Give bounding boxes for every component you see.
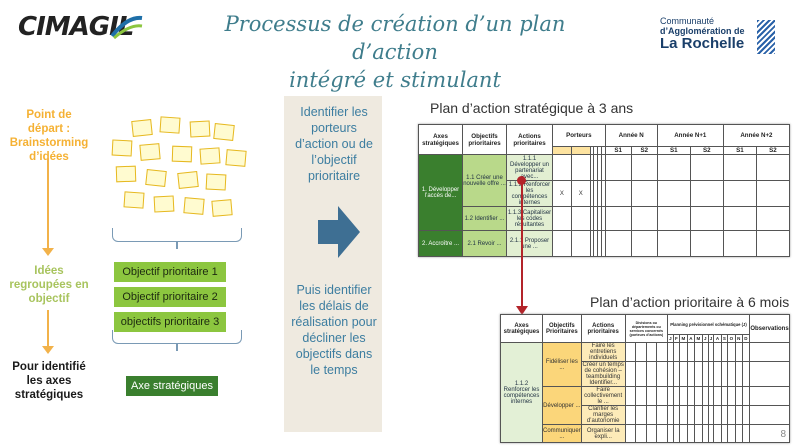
objective-cell-1: Fidéliser les ... <box>542 342 582 387</box>
ideas-bracket <box>112 228 242 242</box>
link-line <box>521 180 523 308</box>
start-label: Point de départ : Brainstorming d’idées <box>9 109 89 163</box>
priority-plan-table: Axes stratégiques Objectifs Prioritaires… <box>500 314 790 443</box>
middle-panel <box>284 96 382 432</box>
logo-swoosh-icon <box>110 15 143 40</box>
flow-arrow-2-icon <box>42 346 54 354</box>
month: A <box>713 334 722 343</box>
objective-cell-2: Développer ... <box>542 386 582 425</box>
objective-cell-3: 2.1 Revoir ... <box>462 230 507 257</box>
plan-3-years-title: Plan d’action stratégique à 3 ans <box>430 100 634 116</box>
sticky-note <box>225 149 247 167</box>
flow-line-2 <box>47 310 49 348</box>
month: S <box>720 334 729 343</box>
sticky-note <box>177 170 199 190</box>
flow-line-1 <box>47 158 49 250</box>
sticky-note <box>211 199 233 217</box>
objectives-bracket-tick <box>176 343 178 351</box>
action-cell-1: Faire les entretiens individuels <box>580 342 626 362</box>
link-arrow-icon <box>516 306 528 315</box>
header-observations: Observations <box>749 314 790 343</box>
action-cell-2: 1.1.2 Renforcer les compétences internes <box>506 180 553 207</box>
agglomeration-logo: Communauté d’Agglomération de La Rochell… <box>660 16 775 56</box>
month: M <box>693 334 703 343</box>
month: D <box>741 334 751 343</box>
header-planning: Planning prévisionnel schématique (J) <box>666 314 751 335</box>
header-actions: Actions prioritaires <box>506 124 553 155</box>
header-axes: Axes stratégiques <box>500 314 543 343</box>
semester: S2 <box>755 146 791 155</box>
identify-owners-text: Identifier les porteurs d’action ou de l… <box>295 105 373 183</box>
group-label: Idées regroupées en objectif <box>9 265 89 305</box>
action-cell-3: 1.1.3 Capitaliser les codes résultantes <box>506 206 553 231</box>
semester: S1 <box>604 146 632 155</box>
header-objectives: Objectifs prioritaires <box>462 124 507 155</box>
month: O <box>727 334 736 343</box>
sticky-note <box>131 118 153 138</box>
objectives-bracket <box>112 330 242 344</box>
porteur-col <box>570 146 591 155</box>
sticky-note <box>159 116 181 134</box>
action-cell-4: Clarifier les marges d’autonomie <box>580 405 626 425</box>
header-departments: Divisions ou départements ou services co… <box>624 314 668 343</box>
sticky-note <box>123 191 145 209</box>
action-cell-5: Organiser la expli... <box>580 424 626 443</box>
end-label: Pour identifié les axes stratégiques <box>12 361 86 401</box>
identify-deadlines-text: Puis identifier les délais de réalisatio… <box>291 283 377 377</box>
cimagil-logo: CIMAGIL <box>18 12 143 42</box>
header-year-n2: Année N+2 <box>722 124 791 147</box>
sticky-note <box>145 168 167 188</box>
sticky-note <box>139 143 161 161</box>
month: N <box>734 334 743 343</box>
semester: S1 <box>722 146 757 155</box>
sticky-note <box>111 139 133 157</box>
strategic-plan-table: Axes stratégiques Objectifs prioritaires… <box>418 124 791 257</box>
axis-cell: 1.1.2 Renforcer les compétences internes <box>500 342 543 443</box>
header-actions: Actions prioritaires <box>580 314 626 343</box>
sticky-note <box>199 147 221 165</box>
objective-cell-1: 1.1 Créer une nouvelle offre ... <box>462 154 507 207</box>
objective-box-3: objectifs prioritaire 3 <box>114 312 226 332</box>
header-year-n1: Année N+1 <box>656 124 724 147</box>
mark-cell: X <box>552 180 572 207</box>
axis-cell-1: 1. Développer l’accès de... <box>418 154 463 231</box>
header-objectives: Objectifs Prioritaires <box>542 314 582 343</box>
objective-box-2: Objectif prioritaire 2 <box>114 287 226 307</box>
flow-arrow-1-icon <box>42 248 54 256</box>
axis-cell-2: 2. Accroître ... <box>418 230 463 257</box>
objective-box-1: Objectif prioritaire 1 <box>114 262 226 282</box>
sticky-note <box>183 197 205 215</box>
header-year-n: Année N <box>604 124 658 147</box>
sticky-note <box>205 173 227 191</box>
action-cell-4: 2.1.1 Proposer une ... <box>506 230 553 257</box>
sticky-note <box>189 120 211 138</box>
month: A <box>686 334 695 343</box>
semester: S1 <box>656 146 691 155</box>
action-cell-3: Faire collectivement le ... <box>580 386 626 406</box>
link-origin-dot <box>517 176 526 185</box>
semester: S2 <box>630 146 658 155</box>
strategic-axis-box: Axe stratégiques <box>126 376 218 396</box>
objective-cell-3: Communiquer ... <box>542 424 582 443</box>
month: M <box>678 334 688 343</box>
logo-stripes-icon <box>757 20 775 54</box>
sticky-note <box>213 122 235 142</box>
sticky-note <box>115 165 137 183</box>
ideas-bracket-tick <box>176 241 178 249</box>
sticky-note <box>171 145 193 163</box>
right-arrow-icon <box>318 206 360 258</box>
objective-cell-2: 1.2 Identifier ... <box>462 206 507 231</box>
header-axes: Axes stratégiques <box>418 124 463 155</box>
plan-6-months-title: Plan d’action prioritaire à 6 mois <box>590 294 790 310</box>
sticky-note <box>153 195 175 213</box>
action-cell-1: 1.1.1 Développer un partenariat avec... <box>506 154 553 181</box>
mark-cell: X <box>570 180 591 207</box>
page-title: Processus de création d’un plan d’action… <box>224 12 566 92</box>
semester: S2 <box>689 146 724 155</box>
page-number: 8 <box>780 429 786 440</box>
action-cell-2: Créer un temps de cohésion – teambuildin… <box>580 361 626 387</box>
porteur-col <box>552 146 572 155</box>
header-porteurs: Porteurs <box>552 124 606 147</box>
